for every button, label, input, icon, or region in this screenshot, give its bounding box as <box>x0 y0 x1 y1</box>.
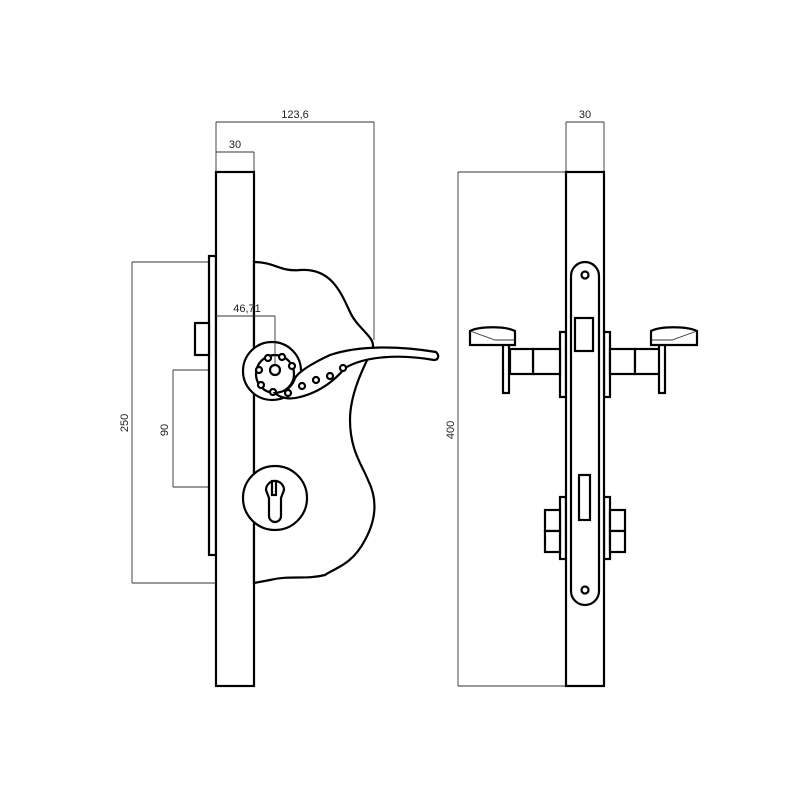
handle-right <box>602 326 699 399</box>
dimension-label: 30 <box>229 139 241 151</box>
deadbolt-opening <box>577 473 592 522</box>
dimension-label: 400 <box>445 421 457 439</box>
dimension-backset: 46,71 <box>216 303 276 365</box>
dimension-label: 250 <box>119 414 131 432</box>
dimension-label: 123,6 <box>281 109 309 121</box>
side-view: 30 400 <box>445 109 699 688</box>
dimension-label: 90 <box>159 424 171 436</box>
cylinder-side <box>543 495 627 561</box>
dimension-bar-height: 400 <box>445 171 566 687</box>
screw-icon <box>580 270 590 280</box>
spindle-hole <box>268 363 282 377</box>
dimension-label: 46,71 <box>233 303 261 315</box>
dimension-label: 30 <box>579 109 591 121</box>
lock-faceplate <box>569 260 601 607</box>
dimension-bar-width: 30 <box>216 139 255 172</box>
door-profile-bar <box>214 170 256 688</box>
door-lever <box>272 346 440 400</box>
dimension-total-width: 123,6 <box>215 109 375 340</box>
keyhole-icon <box>264 479 286 524</box>
handle-left <box>468 326 568 399</box>
front-view: 123,6 30 250 90 <box>119 109 440 688</box>
latch-opening <box>573 316 595 353</box>
latch-bolt <box>193 321 211 357</box>
screw-icon <box>580 585 590 595</box>
dimension-side-bar-width: 30 <box>565 109 605 172</box>
door-section-outline <box>252 260 376 585</box>
lever-knurl <box>283 363 348 398</box>
cylinder-cam <box>270 479 278 497</box>
